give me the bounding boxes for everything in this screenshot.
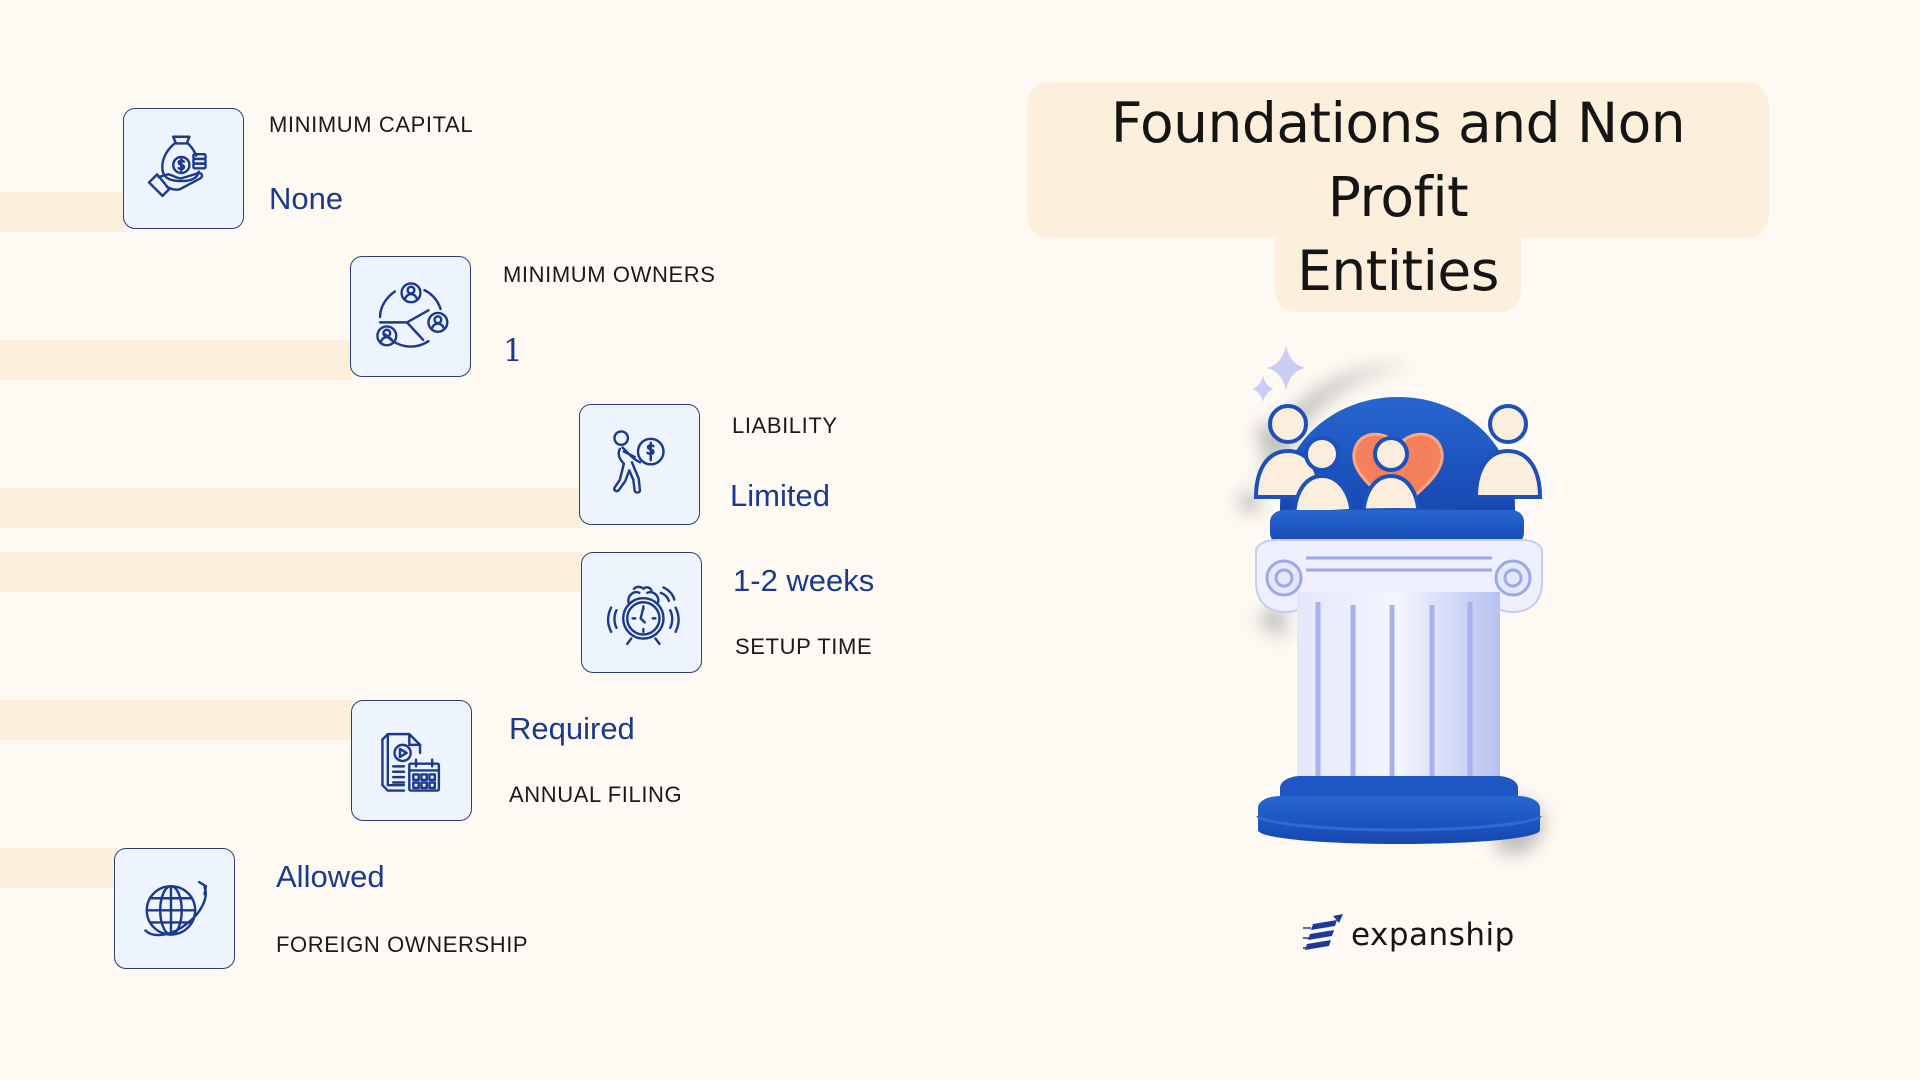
pillar-illustration [1239,345,1544,855]
annual-filing-value: Required [509,711,635,746]
minimum-capital-label: MINIMUM CAPITAL [269,112,474,137]
family-people-icon [1253,404,1543,522]
highlight-bar-4 [0,552,582,592]
document-calendar-icon [380,732,440,792]
highlight-bar-6 [0,848,115,888]
liability-label: LIABILITY [732,413,838,438]
owners-network-icon [375,281,448,348]
minimum-owners-label: MINIMUM OWNERS [503,262,716,287]
person-carrying-coin-icon [612,429,665,494]
globe-orbit-icon [143,880,207,936]
annual-filing-label: ANNUAL FILING [509,782,683,807]
minimum-capital-value: None [269,181,344,216]
highlight-bar-1 [0,192,124,232]
highlight-bar-2 [0,340,351,380]
foreign-ownership-label: FOREIGN OWNERSHIP [276,932,529,957]
highlight-bar-3 [0,488,580,528]
brand-logo: expanship [1303,912,1515,958]
minimum-owners-icon-box [350,256,471,377]
title-line-1: Foundations and Non Profit [1027,82,1769,238]
annual-filing-icon-box [351,700,472,821]
setup-time-icon-box [581,552,702,673]
setup-time-label: SETUP TIME [735,634,873,659]
minimum-owners-value: 1 [503,333,523,369]
title-line-2: Entities [1275,234,1521,312]
liability-icon-box [579,404,700,525]
foreign-ownership-icon-box [114,848,235,969]
sparkle-icon [1252,376,1274,402]
setup-time-value: 1-2 weeks [733,563,875,598]
alarm-clock-icon [606,585,680,645]
minimum-capital-icon-box [123,108,244,229]
highlight-bar-5 [0,700,352,740]
foreign-ownership-value: Allowed [276,859,385,894]
expanship-logo-icon [1303,914,1343,950]
page-title: Foundations and Non Profit Entities [1027,82,1769,312]
brand-name: expanship [1351,917,1515,953]
sparkle-icon [1266,345,1306,390]
money-bag-hand-icon [147,135,207,197]
liability-value: Limited [730,478,830,513]
